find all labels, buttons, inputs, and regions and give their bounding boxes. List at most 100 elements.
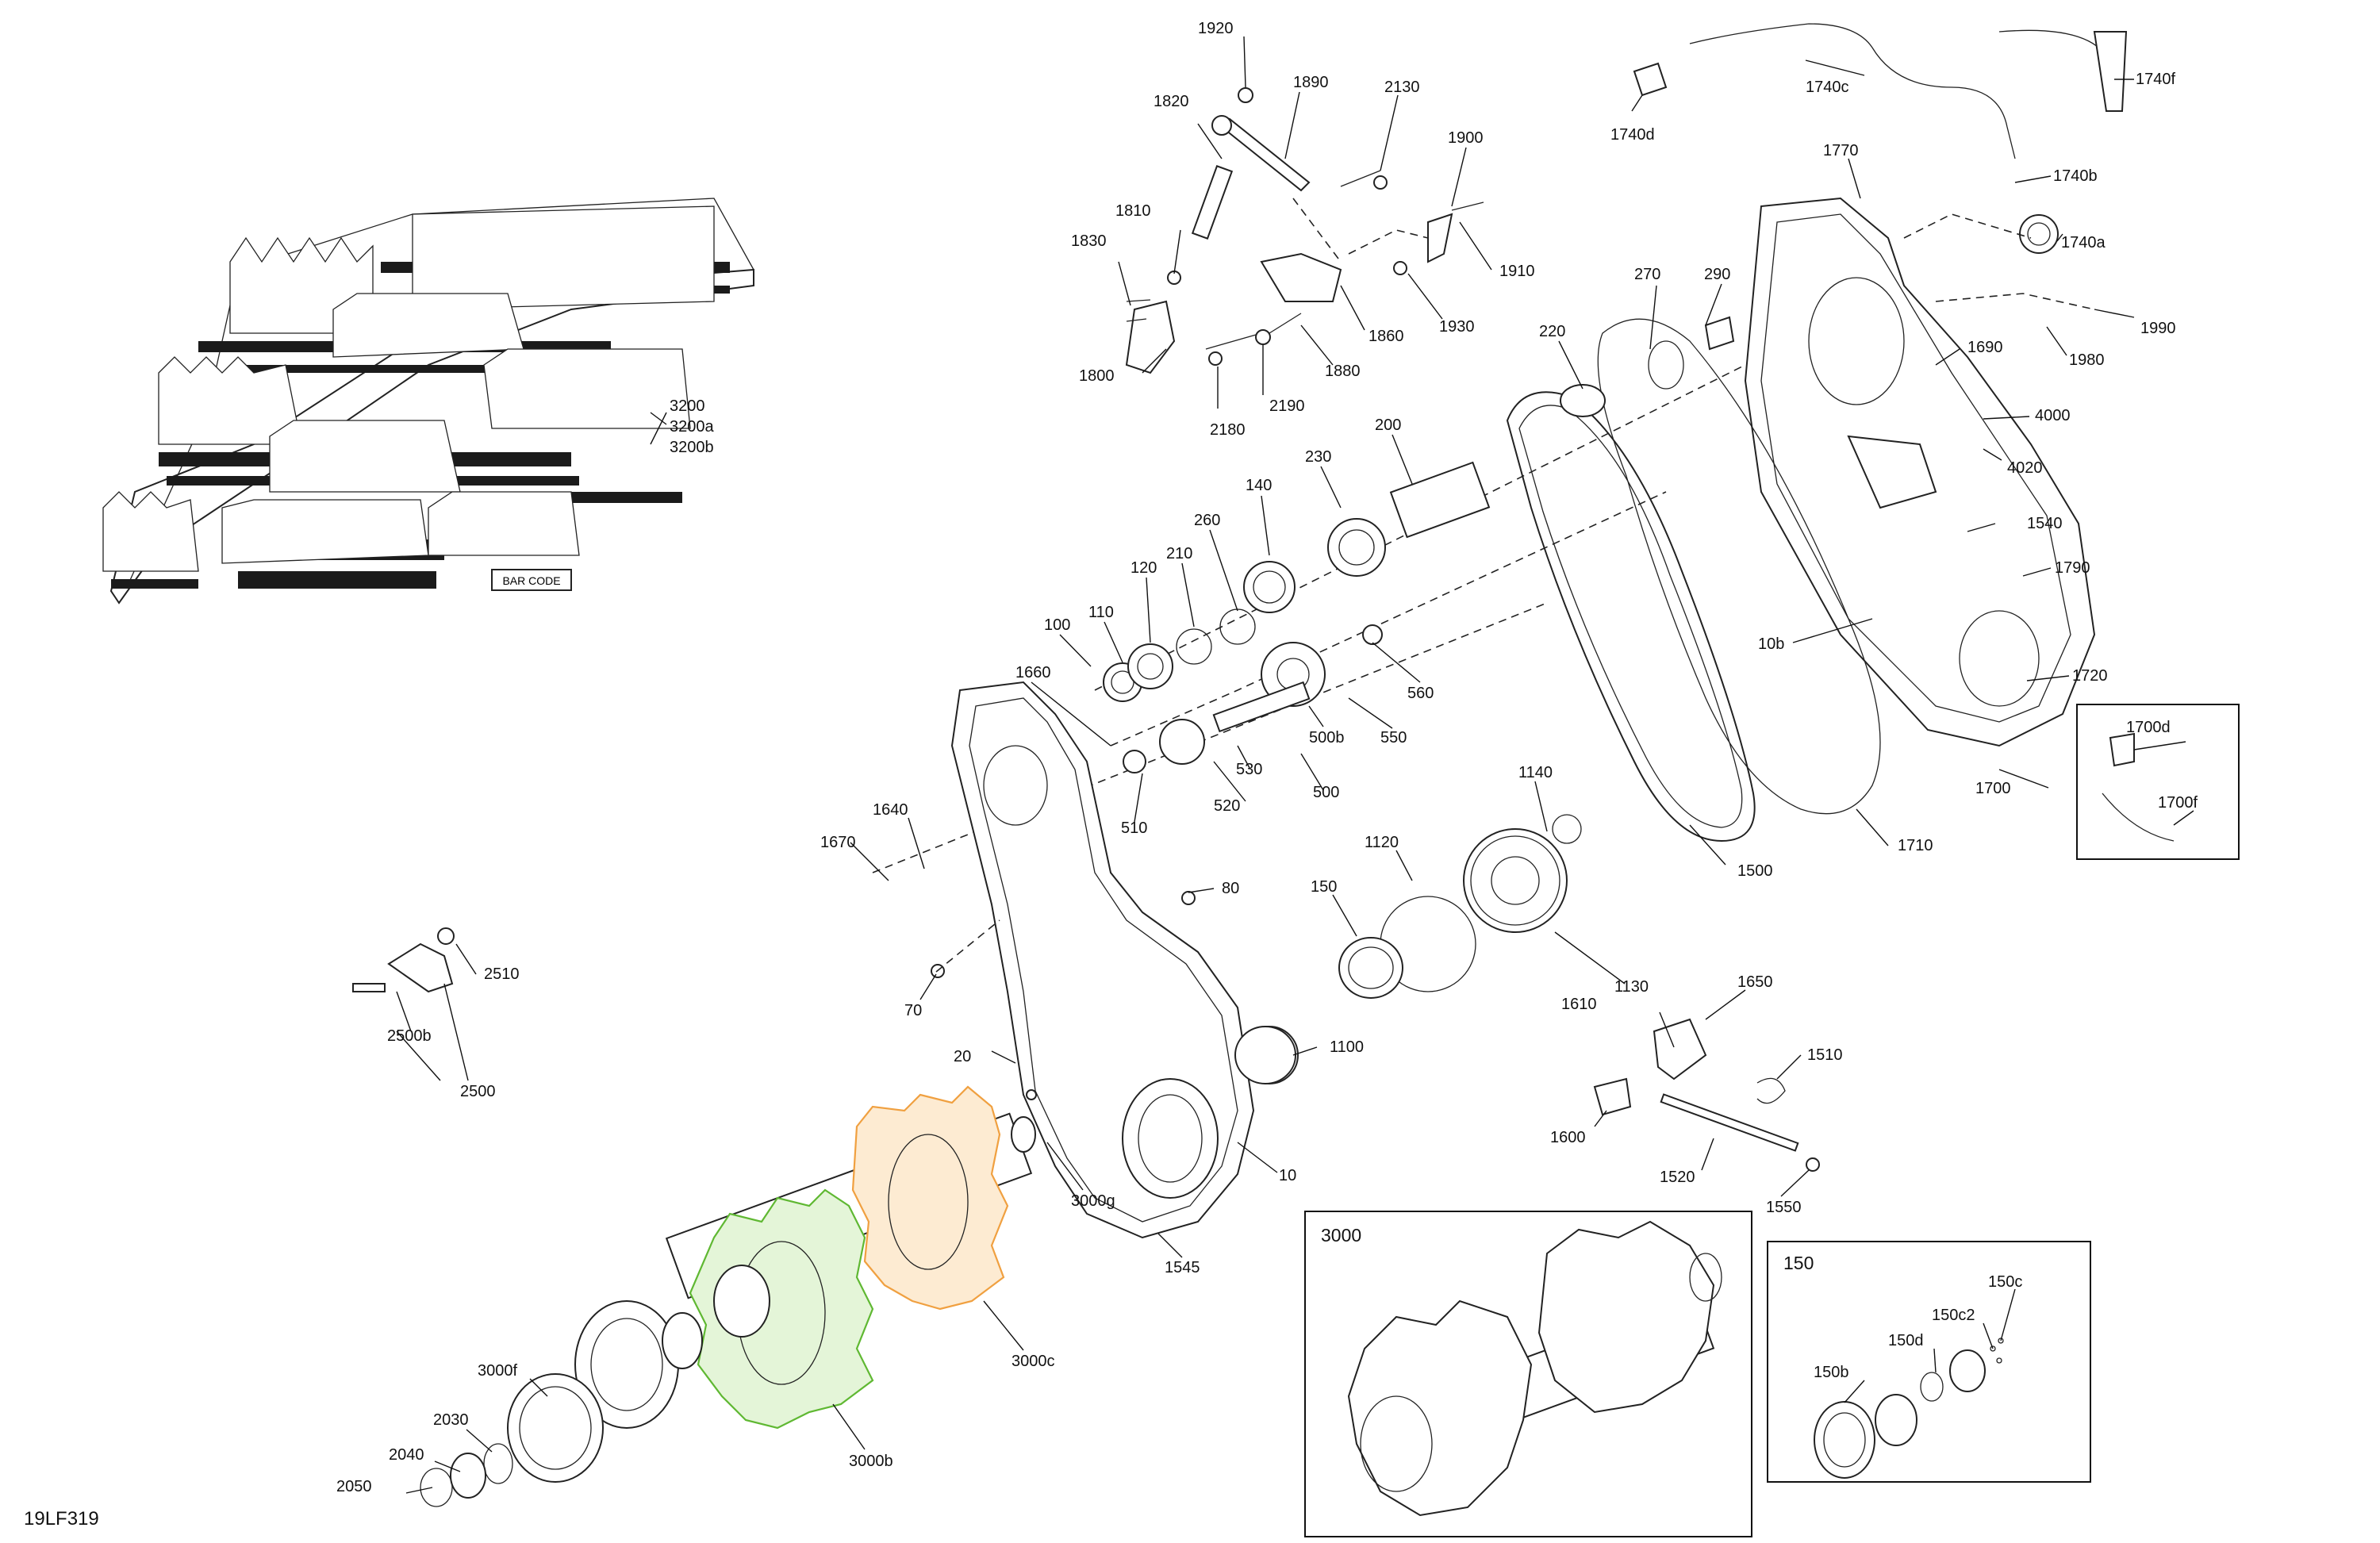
callout-3000c: 3000c — [1012, 1353, 1055, 1370]
diagram-code: 19LF319 — [24, 1508, 99, 1530]
callout-1710: 1710 — [1898, 837, 1933, 854]
leader-lines — [396, 36, 2194, 1494]
inset-1700-box — [2076, 704, 2240, 860]
callout-530: 530 — [1236, 761, 1262, 778]
callout-290: 290 — [1704, 266, 1730, 283]
callout-1720: 1720 — [2072, 667, 2108, 685]
callout-10b: 10b — [1758, 635, 1784, 653]
callout-1670: 1670 — [820, 834, 856, 851]
callout-10: 10 — [1279, 1167, 1296, 1184]
callout-150d: 150d — [1888, 1332, 1924, 1349]
callout-1690: 1690 — [1967, 339, 2003, 356]
callout-1910: 1910 — [1499, 263, 1535, 280]
callout-510: 510 — [1121, 819, 1147, 837]
callout-1520: 1520 — [1660, 1169, 1695, 1186]
driven-gear-parts — [1234, 814, 1820, 1172]
callout-1830: 1830 — [1071, 232, 1107, 250]
callout-3000b: 3000b — [849, 1453, 893, 1470]
callout-1140: 1140 — [1518, 764, 1553, 781]
callout-200: 200 — [1375, 416, 1401, 434]
callout-1920: 1920 — [1198, 20, 1234, 37]
callout-110: 110 — [1088, 604, 1114, 621]
shift-linkage-parts — [1125, 87, 1484, 374]
callout-1700: 1700 — [1975, 780, 2011, 797]
callout-2500: 2500 — [460, 1083, 496, 1100]
callout-2500b: 2500b — [387, 1027, 432, 1045]
callout-210: 210 — [1166, 545, 1192, 562]
callout-500: 500 — [1313, 784, 1339, 801]
callout-70: 70 — [904, 1002, 922, 1019]
callout-2050: 2050 — [336, 1478, 372, 1495]
callout-1100: 1100 — [1330, 1038, 1364, 1056]
callout-1740f: 1740f — [2136, 71, 2175, 88]
callout-2130: 2130 — [1384, 79, 1420, 96]
callout-3000f: 3000f — [478, 1362, 517, 1380]
inset-3000-title: 3000 — [1321, 1225, 1361, 1246]
callout-1820: 1820 — [1154, 93, 1189, 110]
callout-1510: 1510 — [1807, 1046, 1843, 1064]
callout-260: 260 — [1194, 512, 1220, 529]
callout-80: 80 — [1222, 880, 1239, 897]
callout-100: 100 — [1044, 616, 1070, 634]
brake-bracket-parts — [352, 927, 455, 993]
track-drawing: BAR CODE — [102, 198, 754, 605]
callout-230: 230 — [1305, 448, 1331, 466]
callout-labels: 1920 1890 2130 1820 1900 1810 1830 1910 … — [336, 20, 2198, 1495]
callout-140: 140 — [1246, 477, 1272, 494]
callout-2190: 2190 — [1269, 397, 1305, 415]
callout-220: 220 — [1539, 323, 1565, 340]
callout-3000g: 3000g — [1071, 1192, 1115, 1210]
callout-1610: 1610 — [1561, 996, 1597, 1013]
callout-1770: 1770 — [1823, 142, 1859, 159]
callout-1660: 1660 — [1015, 664, 1051, 681]
bar-code-label: BAR CODE — [502, 574, 560, 587]
callout-1810: 1810 — [1115, 202, 1151, 220]
callout-1880: 1880 — [1325, 363, 1361, 380]
inset-3000: 3000 — [1304, 1211, 1752, 1537]
callout-560: 560 — [1407, 685, 1434, 702]
gear-train — [872, 316, 1746, 873]
callout-1740d: 1740d — [1610, 126, 1655, 144]
callout-2180: 2180 — [1210, 421, 1246, 439]
callout-1930: 1930 — [1439, 318, 1475, 336]
callout-3200: 3200 — [670, 397, 705, 415]
callout-3200b: 3200b — [670, 439, 714, 456]
callout-150c: 150c — [1988, 1273, 2022, 1291]
callout-150c2: 150c2 — [1932, 1307, 1975, 1324]
callout-1860: 1860 — [1368, 328, 1404, 345]
callout-1540: 1540 — [2027, 515, 2063, 532]
callout-4020: 4020 — [2007, 459, 2043, 477]
callout-1740c: 1740c — [1806, 79, 1849, 96]
callout-1890: 1890 — [1293, 74, 1329, 91]
callout-1130: 1130 — [1614, 978, 1649, 996]
callout-120: 120 — [1130, 559, 1157, 577]
callout-1790: 1790 — [2055, 559, 2090, 577]
callout-3200a: 3200a — [670, 418, 714, 436]
callout-1900: 1900 — [1448, 129, 1484, 147]
callout-20: 20 — [954, 1048, 971, 1065]
callout-2040: 2040 — [389, 1446, 424, 1464]
callout-1120: 1120 — [1365, 834, 1399, 851]
callout-1700d: 1700d — [2126, 719, 2171, 736]
callout-150: 150 — [1311, 878, 1337, 896]
callout-500b: 500b — [1309, 729, 1345, 747]
callout-1700f: 1700f — [2158, 794, 2198, 812]
callout-2510: 2510 — [484, 965, 520, 983]
callout-1650: 1650 — [1737, 973, 1773, 991]
callout-1800: 1800 — [1079, 367, 1115, 385]
sprocket-green — [689, 1188, 874, 1430]
callout-1740a: 1740a — [2061, 234, 2106, 251]
callout-1545: 1545 — [1165, 1259, 1200, 1276]
callout-1740b: 1740b — [2053, 167, 2098, 185]
drive-axle-assembly — [420, 1085, 1036, 1507]
callout-270: 270 — [1634, 266, 1660, 283]
callout-1600: 1600 — [1550, 1129, 1586, 1146]
chaincase-cover — [1633, 23, 2128, 747]
callout-150b: 150b — [1814, 1364, 1849, 1381]
inset-150: 150 — [1767, 1241, 2091, 1483]
callout-1980: 1980 — [2069, 351, 2105, 369]
sprocket-orange — [851, 1085, 1009, 1311]
callout-1500: 1500 — [1737, 862, 1773, 880]
callout-2030: 2030 — [433, 1411, 469, 1429]
